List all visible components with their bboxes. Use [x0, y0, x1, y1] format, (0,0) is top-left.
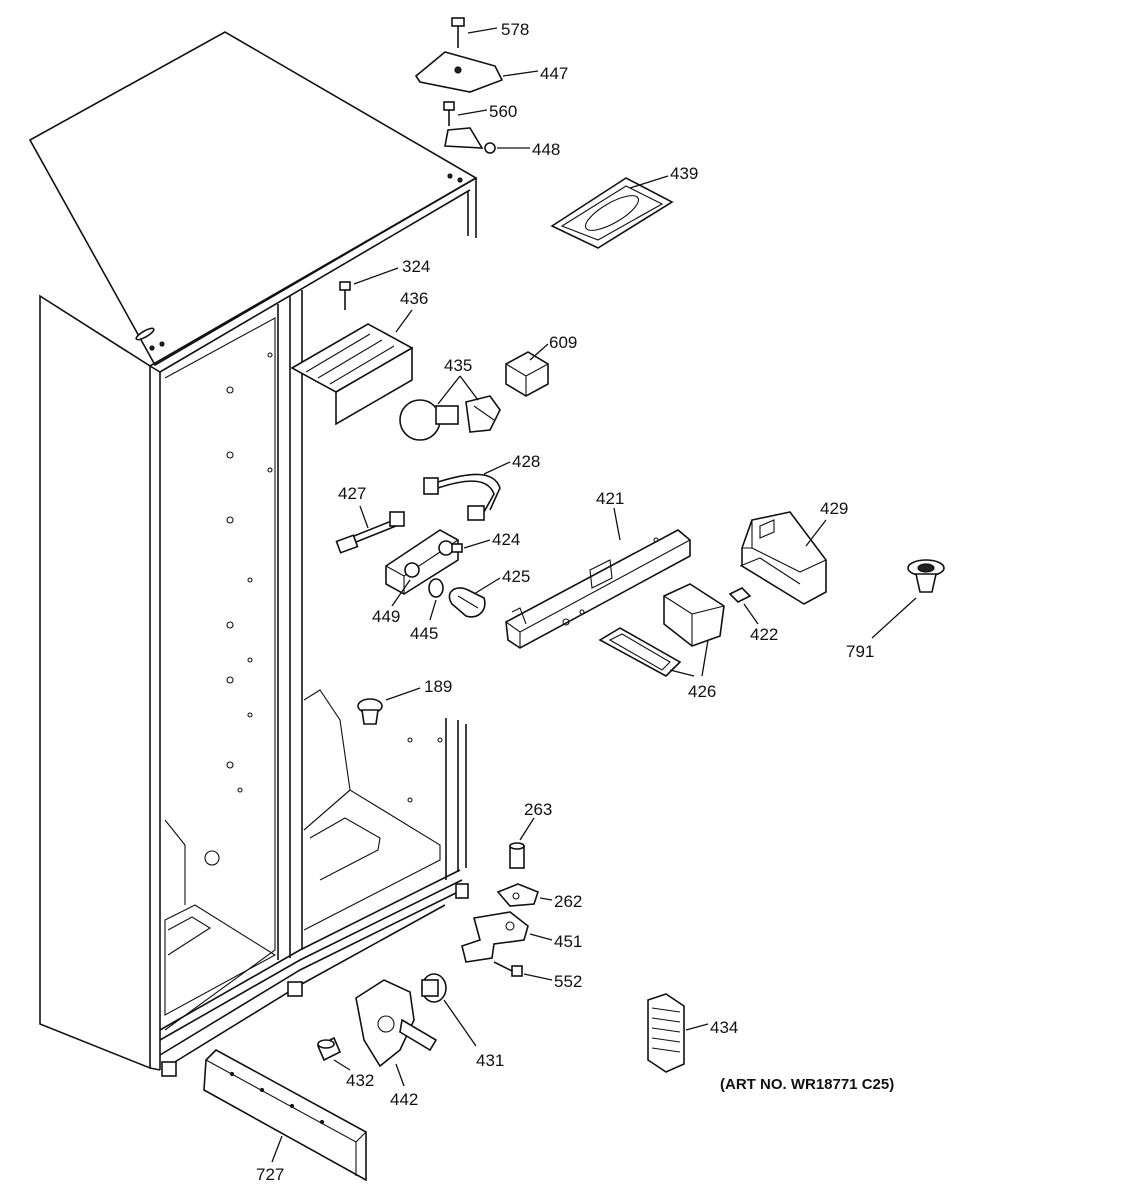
label-791: 791 — [846, 642, 874, 661]
callout-labels: 578 447 560 448 439 324 436 609 435 428 … — [256, 20, 874, 1184]
label-447: 447 — [540, 64, 568, 83]
label-421: 421 — [596, 489, 624, 508]
label-427: 427 — [338, 484, 366, 503]
label-425: 425 — [502, 567, 530, 586]
label-422: 422 — [750, 625, 778, 644]
part-262-washer — [496, 883, 553, 907]
label-431: 431 — [476, 1051, 504, 1070]
part-427-wire-harness — [335, 505, 405, 554]
label-428: 428 — [512, 452, 540, 471]
label-445: 445 — [410, 624, 438, 643]
label-439: 439 — [670, 164, 698, 183]
part-448-hinge — [444, 127, 530, 154]
part-422-switch — [728, 587, 759, 625]
part-560-screw — [443, 101, 488, 126]
part-435-bulb-and-socket — [399, 375, 501, 441]
label-552: 552 — [554, 972, 582, 991]
label-189: 189 — [424, 677, 452, 696]
part-609-switch — [505, 343, 549, 397]
part-552-screw — [493, 961, 553, 981]
label-448: 448 — [532, 140, 560, 159]
part-421-control-housing — [505, 507, 691, 649]
part-429-cover — [739, 511, 827, 605]
label-432: 432 — [346, 1071, 374, 1090]
label-449: 449 — [372, 607, 400, 626]
part-727-kickplate — [203, 1049, 367, 1182]
part-442-damper — [355, 979, 438, 1087]
part-447-hinge-cover — [414, 51, 539, 93]
part-189-plug — [357, 687, 421, 725]
part-426-paddle — [598, 583, 725, 677]
label-429: 429 — [820, 499, 848, 518]
part-578-screw — [451, 17, 498, 48]
part-425-knob — [448, 577, 501, 618]
label-434: 434 — [710, 1018, 738, 1037]
label-578: 578 — [501, 20, 529, 39]
label-451: 451 — [554, 932, 582, 951]
part-424-control — [385, 529, 491, 595]
label-436: 436 — [400, 289, 428, 308]
label-324: 324 — [402, 257, 430, 276]
label-424: 424 — [492, 530, 520, 549]
part-791-nozzle — [871, 559, 945, 639]
label-727: 727 — [256, 1165, 284, 1184]
part-324-screw — [339, 267, 399, 310]
part-428-wire-harness — [423, 461, 511, 521]
part-451-hinge-bracket — [461, 911, 553, 963]
part-263-pin — [509, 817, 535, 869]
part-449-shaft — [391, 562, 420, 607]
part-434-grille — [647, 993, 709, 1073]
label-442: 442 — [390, 1090, 418, 1109]
part-445-bushing — [428, 578, 444, 621]
label-560: 560 — [489, 102, 517, 121]
label-435: 435 — [444, 356, 472, 375]
label-262: 262 — [554, 892, 582, 911]
part-431-motor — [421, 973, 477, 1047]
label-426: 426 — [688, 682, 716, 701]
part-436-light-shield — [290, 309, 414, 426]
art-number: (ART NO. WR18771 C25) — [720, 1076, 895, 1093]
part-439-tray — [550, 175, 674, 249]
refrigerator-cabinet — [28, 31, 478, 1077]
part-432-bushing — [316, 1036, 351, 1071]
label-263: 263 — [524, 800, 552, 819]
label-609: 609 — [549, 333, 577, 352]
